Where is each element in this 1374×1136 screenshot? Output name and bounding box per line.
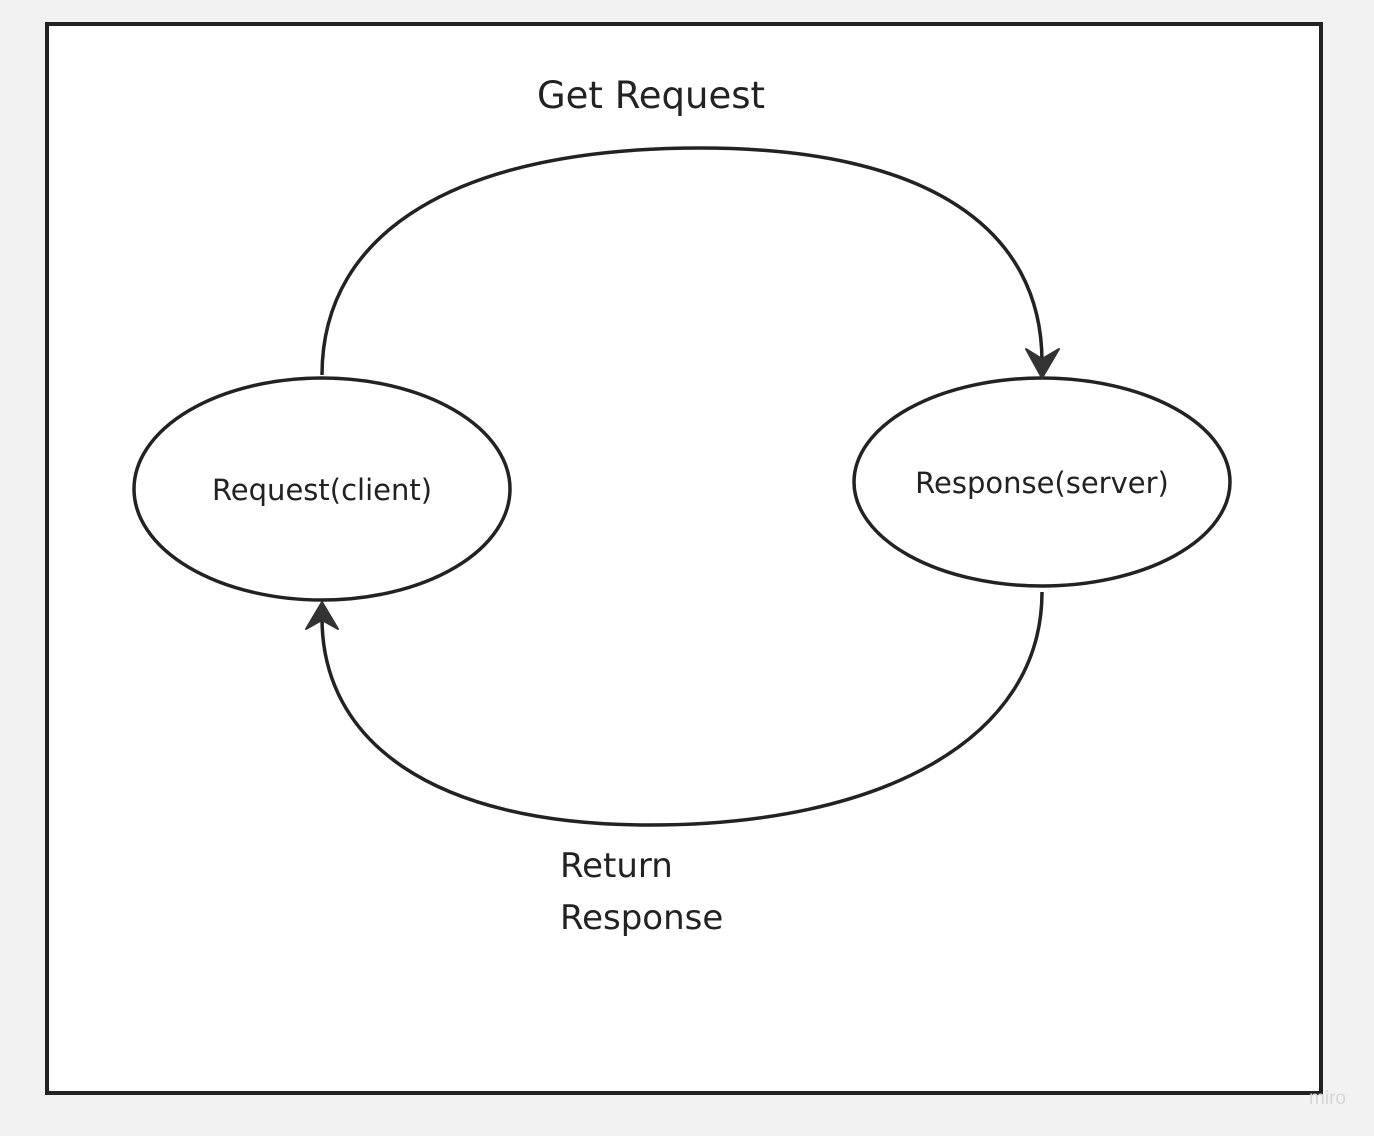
edge-get-request-label: Get Request — [537, 74, 765, 117]
edge-return-response-label-line-2: Response — [560, 898, 724, 938]
edge-return-response-label-line-1: Return — [560, 846, 673, 886]
edge-return-response[interactable] — [320, 591, 1044, 827]
edge-get-request[interactable] — [320, 146, 1044, 376]
node-client-label: Request(client) — [211, 473, 433, 507]
edge-return-response-label: Return Response — [560, 840, 723, 944]
miro-watermark: miro — [1309, 1088, 1346, 1109]
edge-return-response-arrowhead — [305, 601, 339, 630]
edge-get-request-arrowhead — [1025, 348, 1060, 379]
node-client-shape[interactable] — [132, 376, 512, 602]
node-server-label: Response(server) — [915, 466, 1169, 500]
